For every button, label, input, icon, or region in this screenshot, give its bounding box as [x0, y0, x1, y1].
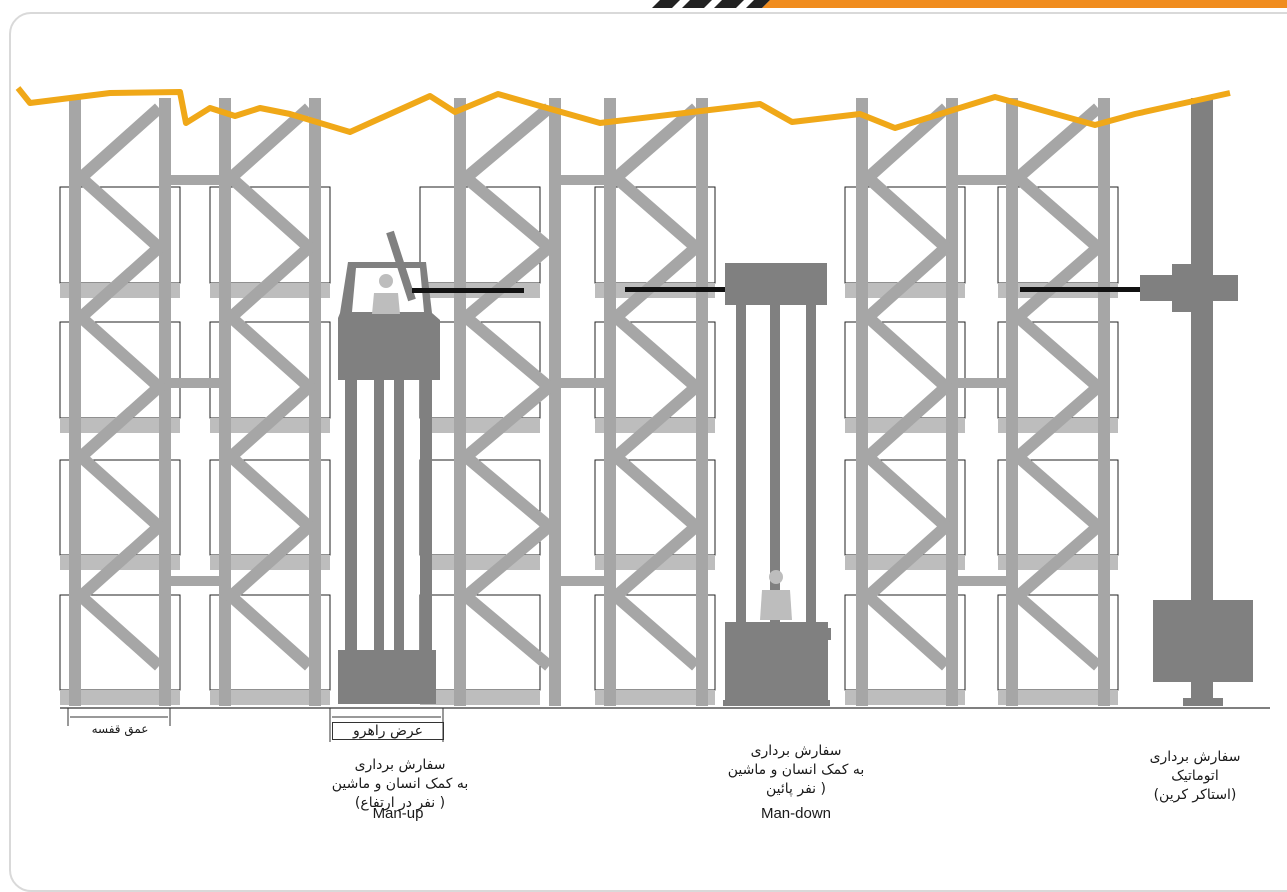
rack-post: [1006, 98, 1018, 706]
base-skirt: [723, 700, 830, 706]
top-banner: [652, 0, 1287, 8]
truck-base: [338, 650, 436, 704]
crane-mast: [1191, 98, 1213, 698]
shelf-beam: [420, 555, 540, 570]
frame-connector: [952, 175, 1012, 185]
rack-post: [696, 98, 708, 706]
rack-post: [69, 98, 81, 706]
shelf-beam: [845, 690, 965, 705]
rack-post: [159, 98, 171, 706]
frame-connector: [165, 378, 225, 388]
aisle-width-label: عرض راهرو: [332, 722, 444, 740]
mast-inner-right: [394, 370, 404, 660]
man-down-line-2: به کمک انسان و ماشین: [727, 762, 865, 778]
truck-base: [725, 622, 828, 702]
man-down-caption: سفارش برداری به کمک انسان و ماشین ( نفر …: [686, 742, 906, 799]
man-up-english: Man-up: [372, 805, 424, 822]
crane-foot: [1183, 698, 1223, 706]
man-up-line-3: ( نفر در ارتفاع): [354, 795, 446, 811]
frame-connector: [165, 576, 225, 586]
rack-bracing: [858, 103, 956, 671]
mast-inner-left: [374, 370, 384, 660]
rack-block: [844, 98, 1119, 706]
shelf-beam: [998, 690, 1118, 705]
shelf-beam: [420, 418, 540, 433]
mast-left: [345, 370, 357, 660]
frame-connector: [555, 175, 610, 185]
automatic-line-2: اتوماتیک: [1171, 768, 1219, 784]
rack-bracing: [221, 103, 319, 671]
mast-center: [770, 305, 780, 623]
mast-right: [420, 370, 432, 660]
crane-base: [1153, 600, 1253, 682]
man-up-line-1: سفارش برداری: [354, 757, 446, 773]
rack-post: [1098, 98, 1110, 706]
mast-right: [806, 305, 816, 623]
rack-post: [454, 98, 466, 706]
man-down-line-1: سفارش برداری: [750, 743, 842, 759]
rack-block: [419, 98, 716, 706]
automatic-line-1: سفارش برداری: [1149, 749, 1241, 765]
shelf-beam: [60, 283, 180, 298]
rack-post: [549, 98, 561, 706]
rack-post: [309, 98, 321, 706]
operator-body: [372, 293, 400, 314]
shelf-beam: [210, 283, 330, 298]
frame-connector: [165, 175, 225, 185]
operator-body: [760, 590, 792, 620]
man-up-caption: سفارش برداری به کمک انسان و ماشین ( نفر …: [290, 756, 510, 813]
rack-post: [604, 98, 616, 706]
mast-left: [736, 305, 746, 623]
telescopic-fork: [1020, 287, 1140, 292]
control-arm: [386, 230, 416, 302]
shelf-beam: [210, 690, 330, 705]
rack-bracing: [606, 103, 706, 671]
frame-connector: [555, 576, 610, 586]
shelf-beam: [60, 690, 180, 705]
shelf-beam: [595, 690, 715, 705]
man-down-truck: [625, 263, 831, 706]
operator-head: [379, 274, 393, 288]
fork: [625, 287, 725, 292]
rack-post: [856, 98, 868, 706]
rack-post: [946, 98, 958, 706]
top-carriage: [725, 263, 827, 305]
rack-post: [219, 98, 231, 706]
automatic-line-3: (استاکر کرین): [1153, 787, 1237, 803]
shelf-beam: [420, 690, 540, 705]
man-up-line-2: به کمک انسان و ماشین: [331, 776, 469, 792]
man-down-line-3: ( نفر پائین: [765, 781, 826, 797]
carriage-block: [1172, 264, 1206, 312]
fork: [412, 288, 524, 293]
man-up-truck: [338, 230, 524, 704]
frame-connector: [555, 378, 610, 388]
stacker-crane: [1020, 98, 1253, 706]
operator-head: [769, 570, 783, 584]
roof-outline: [15, 86, 1231, 135]
man-down-english: Man-down: [760, 805, 832, 822]
automatic-caption: سفارش برداری اتوماتیک (استاکر کرین): [1110, 748, 1280, 805]
rack-bracing: [456, 103, 559, 671]
rack-block: [59, 98, 331, 706]
rack-bracing: [1008, 103, 1108, 671]
rack-bracing: [71, 103, 169, 671]
handle: [827, 628, 831, 640]
frame-connector: [952, 378, 1012, 388]
frame-connector: [952, 576, 1012, 586]
rack-depth-label: عمق قفسه: [91, 722, 149, 736]
